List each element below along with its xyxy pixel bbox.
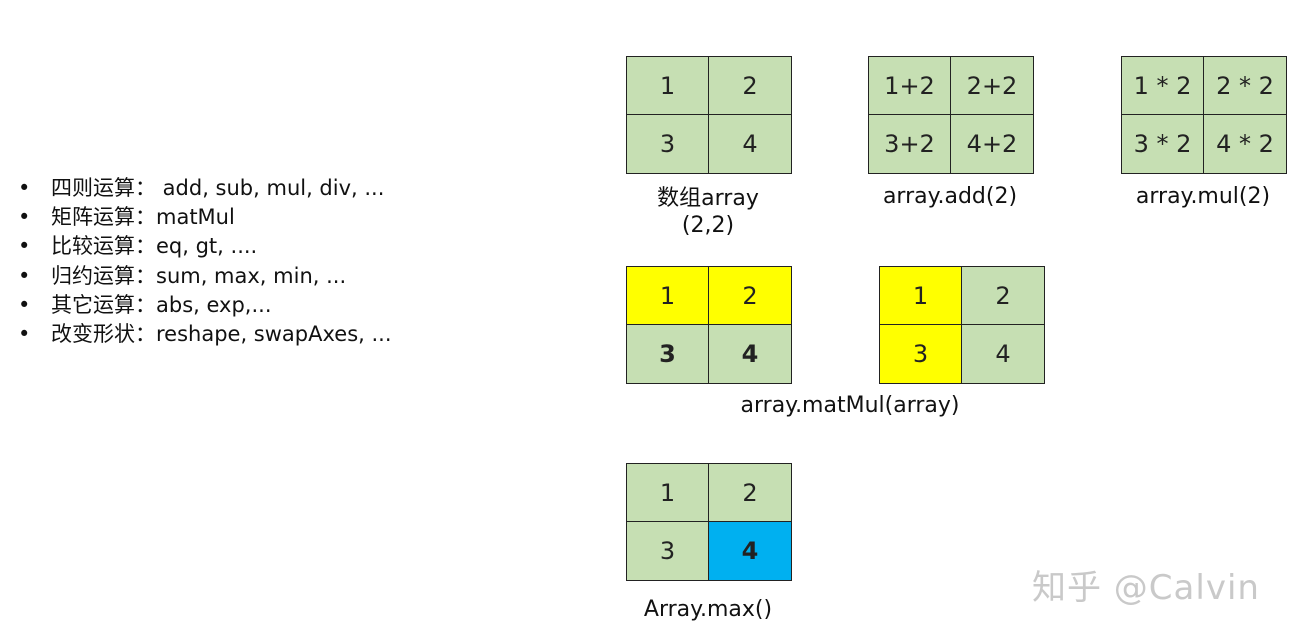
list-item-text: 矩阵运算：matMul <box>51 205 235 230</box>
array-caption-line1: 数组array <box>657 186 759 211</box>
add-cell: 1+2 <box>869 57 951 115</box>
mul-cell: 1 * 2 <box>1122 57 1204 115</box>
add-grid: 1+2 2+2 3+2 4+2 <box>868 56 1034 174</box>
bullet-dot: • <box>18 205 31 230</box>
matmul-right-cell: 2 <box>962 267 1044 325</box>
add-cell: 3+2 <box>869 115 951 173</box>
list-item: • 矩阵运算：matMul <box>18 203 392 232</box>
list-item-text: 比较运算：eq, gt, .... <box>51 234 258 259</box>
mul-cell: 2 * 2 <box>1204 57 1286 115</box>
list-item: • 四则运算： add, sub, mul, div, ... <box>18 174 392 203</box>
list-item: • 归约运算：sum, max, min, ... <box>18 262 392 291</box>
bullet-dot: • <box>18 322 31 347</box>
max-cell: 3 <box>627 522 709 580</box>
array-cell: 3 <box>627 115 709 173</box>
list-item-text: 改变形状：reshape, swapAxes, ... <box>51 322 392 347</box>
matmul-left-cell: 1 <box>627 267 709 325</box>
max-caption: Array.max() <box>643 597 773 622</box>
max-cell: 2 <box>709 464 791 522</box>
list-item-text: 归约运算：sum, max, min, ... <box>51 263 347 288</box>
matmul-caption: array.matMul(array) <box>740 393 960 418</box>
operation-list: • 四则运算： add, sub, mul, div, ... • 矩阵运算：mat… <box>18 174 392 349</box>
matmul-left-cell: 2 <box>709 267 791 325</box>
matmul-left-grid: 1 2 3 4 <box>626 266 792 384</box>
matmul-right-cell: 3 <box>880 325 962 383</box>
bullet-dot: • <box>18 292 31 317</box>
matmul-left-cell: 3 <box>627 325 709 383</box>
bullet-dot: • <box>18 176 31 200</box>
watermark: 知乎 @Calvin <box>1032 568 1260 608</box>
bullet-dot: • <box>18 234 31 259</box>
list-item: • 改变形状：reshape, swapAxes, ... <box>18 320 392 349</box>
array-grid: 1 2 3 4 <box>626 56 792 174</box>
mul-cell: 4 * 2 <box>1204 115 1286 173</box>
list-item: • 其它运算：abs, exp,... <box>18 291 392 320</box>
add-cell: 4+2 <box>951 115 1033 173</box>
array-caption: 数组array (2,2) <box>626 185 790 239</box>
array-cell: 4 <box>709 115 791 173</box>
array-cell: 2 <box>709 57 791 115</box>
matmul-left-cell: 4 <box>709 325 791 383</box>
matmul-right-cell: 4 <box>962 325 1044 383</box>
list-item-text: 其它运算：abs, exp,... <box>51 292 272 317</box>
list-item: • 比较运算：eq, gt, .... <box>18 232 392 261</box>
add-cell: 2+2 <box>951 57 1033 115</box>
bullet-dot: • <box>18 263 31 288</box>
add-caption: array.add(2) <box>882 184 1018 209</box>
list-item-text: 四则运算： add, sub, mul, div, ... <box>51 176 385 200</box>
max-cell-highlight: 4 <box>709 522 791 580</box>
mul-cell: 3 * 2 <box>1122 115 1204 173</box>
mul-caption: array.mul(2) <box>1135 184 1271 209</box>
mul-grid: 1 * 2 2 * 2 3 * 2 4 * 2 <box>1121 56 1287 174</box>
max-cell: 1 <box>627 464 709 522</box>
matmul-right-grid: 1 2 3 4 <box>879 266 1045 384</box>
max-grid: 1 2 3 4 <box>626 463 792 581</box>
array-caption-line2: (2,2) <box>681 213 735 238</box>
matmul-right-cell: 1 <box>880 267 962 325</box>
array-cell: 1 <box>627 57 709 115</box>
